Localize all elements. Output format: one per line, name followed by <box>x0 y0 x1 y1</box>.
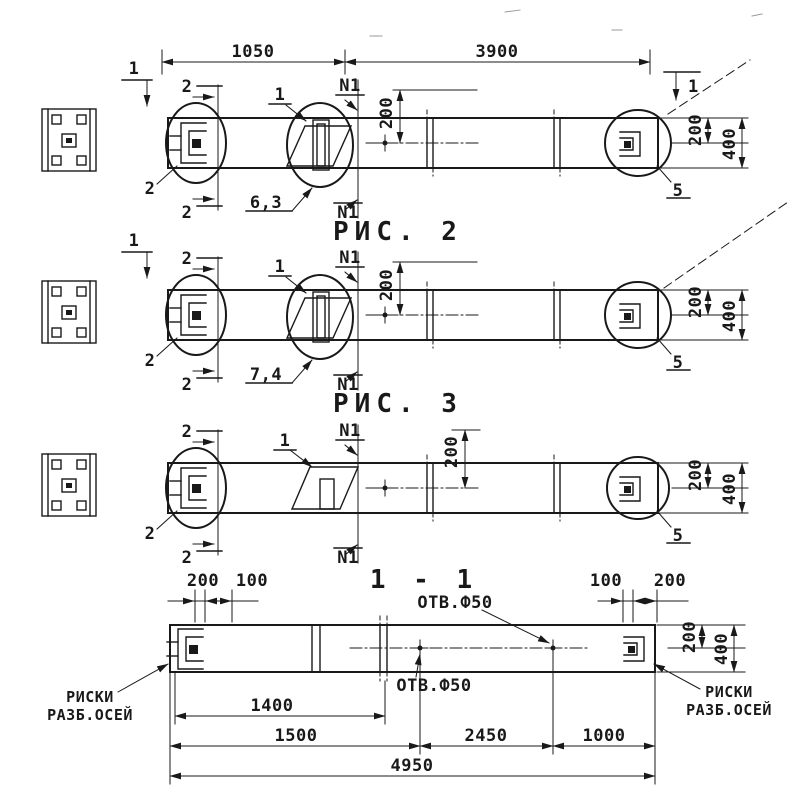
section-note-right-line2: РАЗБ.ОСЕЙ <box>686 700 772 719</box>
figure-3-drawing: 1 2 2 2 1 N1 N1 7,4 200 5 200 400 РИС. 3 <box>42 201 789 419</box>
fig2-detail1-balloon: 1 <box>275 85 286 105</box>
fig3-cut2-bottom-label: 2 <box>182 375 193 395</box>
fig3-detail1-balloon: 1 <box>275 257 286 277</box>
fig2-caption: РИС. 2 <box>333 217 463 247</box>
fig3-hole-offset-dim: 200 <box>377 269 397 301</box>
fig4-detail1-balloon: 1 <box>280 431 291 451</box>
section-right-dim-200: 200 <box>680 621 700 653</box>
figure-2-drawing: 1050 3900 1 1 2 2 2 1 N1 N1 6,3 200 5 20… <box>42 42 751 247</box>
section-dim-1000: 1000 <box>583 726 626 746</box>
section-dim-1500: 1500 <box>275 726 318 746</box>
fig3-detail5-balloon: 5 <box>673 353 684 373</box>
fig2-cut2-bottom-label: 2 <box>182 203 193 223</box>
section-1-1-drawing: 1 - 1 200 100 100 200 ОТВ.Ф50 ОТВ.Ф50 <box>47 565 772 785</box>
section-right-dim-400: 400 <box>712 633 732 665</box>
scan-artifacts <box>369 9 763 37</box>
fig2-cut2-top-label: 2 <box>182 77 193 97</box>
section-note-left-line1: РИСКИ <box>66 688 114 706</box>
fig3-axis-n1-bottom: N1 <box>337 375 358 395</box>
section-note-right-line1: РИСКИ <box>705 683 753 701</box>
fig4-hole-offset-dim: 200 <box>442 436 462 468</box>
fig2-axis-n1-top: N1 <box>339 76 360 96</box>
section-dim-2450: 2450 <box>465 726 508 746</box>
fig4-cut2-top-label: 2 <box>182 422 193 442</box>
section-hole-label-bottom: ОТВ.Ф50 <box>396 676 471 696</box>
section-dim-200-right: 200 <box>654 571 686 591</box>
fig3-caption: РИС. 3 <box>333 389 463 419</box>
fig4-cut2-bottom-label: 2 <box>182 548 193 568</box>
section-dim-100-left: 100 <box>236 571 268 591</box>
fig3-weld-size: 7,4 <box>250 365 282 385</box>
fig3-detail2-balloon: 2 <box>145 351 156 371</box>
fig2-cut1-left-label: 1 <box>129 59 140 79</box>
section-hole-label-top: ОТВ.Ф50 <box>417 593 492 613</box>
fig3-axis-n1-top: N1 <box>339 248 360 268</box>
fig4-axis-n1-bottom: N1 <box>337 548 358 568</box>
section-dim-100-right: 100 <box>590 571 622 591</box>
section-note-left-line2: РАЗБ.ОСЕЙ <box>47 705 133 724</box>
fig4-detail5-balloon: 5 <box>673 526 684 546</box>
fig2-right-dim-200: 200 <box>686 114 706 146</box>
fig3-cut1-left-label: 1 <box>129 231 140 251</box>
figure-4-drawing: 2 2 2 1 N1 N1 200 5 200 400 <box>42 421 748 568</box>
fig4-right-dim-200: 200 <box>686 459 706 491</box>
fig2-dim-3900: 3900 <box>476 42 519 62</box>
fig2-right-dim-400: 400 <box>720 128 740 160</box>
fig2-detail2-balloon: 2 <box>145 179 156 199</box>
section-dim-200-left: 200 <box>187 571 219 591</box>
fig2-axis-n1-bottom: N1 <box>337 203 358 223</box>
fig2-dim-1050: 1050 <box>232 42 275 62</box>
fig2-weld-size: 6,3 <box>250 193 282 213</box>
fig3-right-dim-400: 400 <box>720 300 740 332</box>
fig2-hole-offset-dim: 200 <box>377 97 397 129</box>
section-dim-1400: 1400 <box>251 696 294 716</box>
fig4-detail2-balloon: 2 <box>145 524 156 544</box>
fig3-right-dim-200: 200 <box>686 286 706 318</box>
fig4-right-dim-400: 400 <box>720 473 740 505</box>
fig2-cut1-right-label: 1 <box>688 77 699 97</box>
section-title: 1 - 1 <box>370 565 478 595</box>
section-dim-4950: 4950 <box>391 756 434 776</box>
fig2-detail5-balloon: 5 <box>673 181 684 201</box>
fig3-cut2-top-label: 2 <box>182 249 193 269</box>
fig4-axis-n1-top: N1 <box>339 421 360 441</box>
